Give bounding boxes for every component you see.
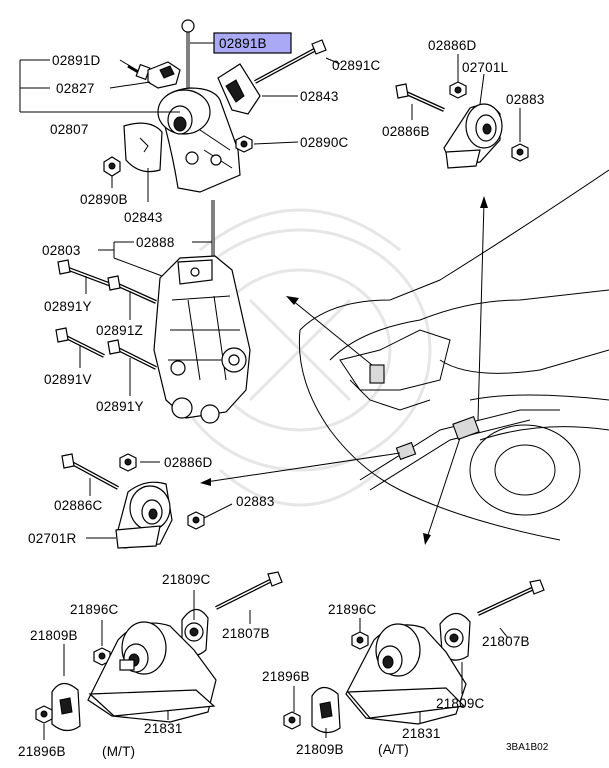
- mount-mt-assembly: [35, 571, 283, 732]
- label-21809b-left: 21809B: [30, 628, 78, 643]
- label-21831-left: 21831: [144, 721, 183, 736]
- mount-02701r: [61, 453, 205, 549]
- label-21809b-right: 21809B: [296, 742, 344, 757]
- label-21896b-right: 21896B: [262, 669, 310, 684]
- mount-at-assembly: [283, 579, 545, 734]
- label-02886c: 02886C: [54, 498, 103, 513]
- highlight-box: [213, 32, 292, 54]
- label-02883-top: 02883: [506, 92, 545, 107]
- diagram-code: 3BA1B02: [506, 742, 549, 753]
- label-21896b-left: 21896B: [18, 744, 66, 759]
- label-02807: 02807: [50, 122, 89, 137]
- mount-02701l: [395, 81, 529, 169]
- label-21896c-right: 21896C: [328, 602, 377, 617]
- label-21807b-right: 21807B: [482, 634, 530, 649]
- label-02843-top: 02843: [300, 89, 339, 104]
- label-21809c-left: 21809C: [162, 572, 211, 587]
- label-21809c-right: 21809C: [436, 696, 485, 711]
- vehicle-outline: [298, 169, 609, 541]
- label-02888: 02888: [136, 235, 175, 250]
- label-02701l: 02701L: [462, 60, 509, 75]
- label-02891y-upper: 02891Y: [44, 299, 92, 314]
- label-02883-mid: 02883: [236, 494, 275, 509]
- label-02890b: 02890B: [80, 192, 128, 207]
- label-02891d: 02891D: [52, 53, 101, 68]
- label-02701r: 02701R: [28, 531, 77, 546]
- label-at: (A/T): [378, 742, 409, 757]
- label-02891z: 02891Z: [96, 323, 143, 338]
- label-21807b-left: 21807B: [222, 626, 270, 641]
- label-02890c: 02890C: [300, 135, 349, 150]
- pointer-arrows: [200, 196, 488, 545]
- label-02891v: 02891V: [44, 372, 92, 387]
- label-02886b: 02886B: [382, 124, 430, 139]
- label-02803: 02803: [42, 243, 81, 258]
- label-02891b: 02891B: [219, 36, 267, 51]
- label-21831-right: 21831: [402, 726, 441, 741]
- label-02891y-lower: 02891Y: [96, 399, 144, 414]
- label-02886d-mid: 02886D: [164, 455, 213, 470]
- leader-lines: [19, 42, 521, 740]
- label-02843-bottom: 02843: [124, 210, 163, 225]
- part-labels: 02891D 02827 02807 02891B 02891C 02843 0…: [18, 36, 549, 759]
- label-02886d-top: 02886D: [428, 38, 477, 53]
- label-21896c-left: 21896C: [70, 602, 119, 617]
- engine-bracket-assembly: [55, 200, 251, 424]
- label-mt: (M/T): [102, 744, 135, 759]
- top-mount-assembly: [103, 19, 327, 193]
- label-02827: 02827: [56, 81, 95, 96]
- label-02891c: 02891C: [332, 58, 381, 73]
